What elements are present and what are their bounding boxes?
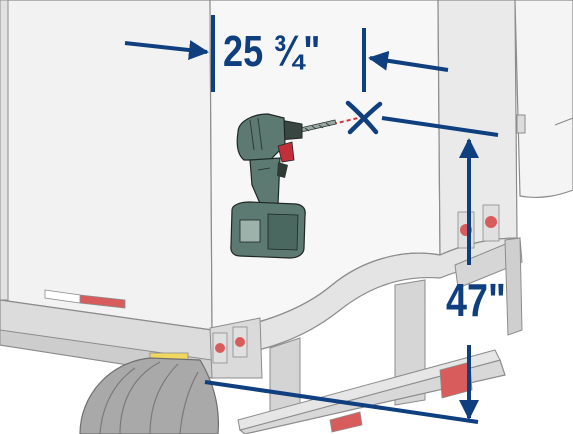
tire [79,357,220,434]
door-handle [554,117,573,126]
tire-tread-2 [149,363,179,434]
bumper-red-reflector [439,361,473,399]
tire-tread-3 [179,371,199,434]
horizontal-dimension-arrow-right [368,50,449,72]
rear-light-left-a-lens [215,343,225,353]
door-hinge [516,114,526,134]
rear-light-right-b-lens [485,216,497,228]
dimension-annotations [124,15,499,424]
tire-tread-1 [119,361,161,434]
ground-reference-line [204,380,479,424]
drill-battery-label [239,219,261,243]
tire-tread-4 [99,367,136,434]
rear-light-left-b-lens [235,337,245,347]
drill-accent [277,141,295,163]
vertical-measurement-label: 47" [446,274,506,326]
target-height-reference-line [381,116,499,137]
drill-laser-line [332,117,359,125]
tire-body [79,357,220,434]
bumper-bar-top [237,349,501,431]
side-white-reflector [44,289,81,304]
cordless-drill-icon [230,113,337,259]
drill-trigger [277,162,288,178]
frame-post-right-leg [504,237,523,336]
horizontal-measurement-label: 25 ¾" [223,27,321,76]
horizontal-dimension-arrow-left [124,40,209,60]
target-x-mark [345,100,383,135]
trailer-frame [0,204,523,434]
bumper-red-reflector-small [329,411,363,433]
trailer-left-edge [0,0,9,301]
trailer-open-door [514,0,573,199]
